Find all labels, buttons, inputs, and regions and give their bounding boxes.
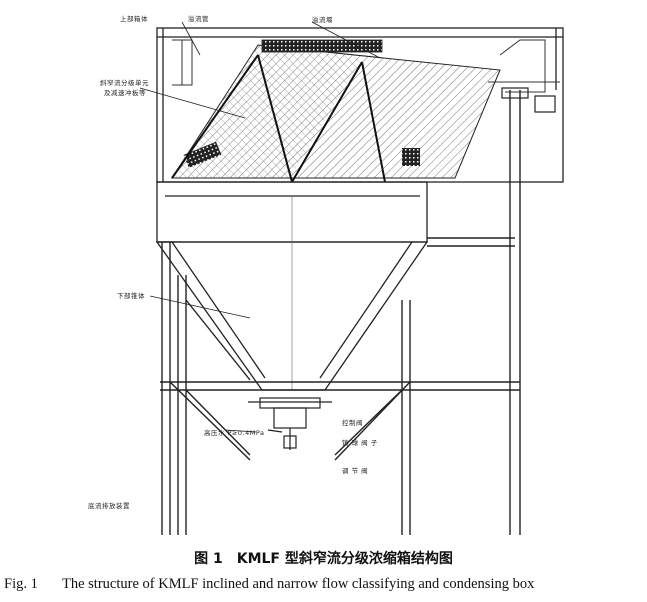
top-support-bracket [501, 87, 556, 113]
caption-en-number: Fig. 1 [4, 576, 38, 592]
label-inclined-unit-2: 及减速冲板等 [104, 89, 146, 97]
label-overflow-weir: 溢流堰 [312, 16, 333, 24]
support-legs [160, 90, 521, 535]
overflow-weir [261, 39, 383, 53]
label-discharge-device: 底流排放装置 [88, 502, 130, 510]
caption-cn-title: KMLF 型斜窄流分级浓缩箱结构图 [236, 551, 453, 567]
structure-diagram [139, 21, 564, 535]
truss-frame [171, 54, 386, 183]
label-overflow-pipe: 溢流管 [188, 15, 209, 23]
caption-en: Fig. 1 The structure of KMLF inclined and… [4, 576, 644, 593]
label-inclined-unit: 斜窄流分级单元 [100, 79, 149, 87]
weir-block-left [183, 141, 222, 168]
label-control-valve: 控制阀 [342, 419, 363, 427]
label-water-pressure: 高压水 P≥0.4MPa [204, 429, 265, 437]
label-lower-cone: 下部锥体 [117, 292, 145, 300]
overflow-chute-right [488, 39, 560, 93]
caption-cn-number: 图 1 [194, 551, 223, 567]
label-regulating-valve: 调 节 阀 [342, 467, 369, 475]
caption-en-title: The structure of KMLF inclined and narro… [62, 576, 535, 592]
caption-cn: 图 1 KMLF 型斜窄流分级浓缩箱结构图 [0, 548, 647, 568]
lower-cone [155, 196, 429, 391]
weir-block-right [402, 148, 420, 166]
label-upper-box: 上部箱体 [120, 15, 148, 23]
inclined-plate-pack [171, 44, 501, 179]
discharge-assembly [248, 397, 332, 450]
overflow-chute-left [172, 39, 193, 86]
leader-lines [139, 21, 381, 433]
label-pinch-valve: 铸 球 阀 子 [342, 439, 378, 447]
